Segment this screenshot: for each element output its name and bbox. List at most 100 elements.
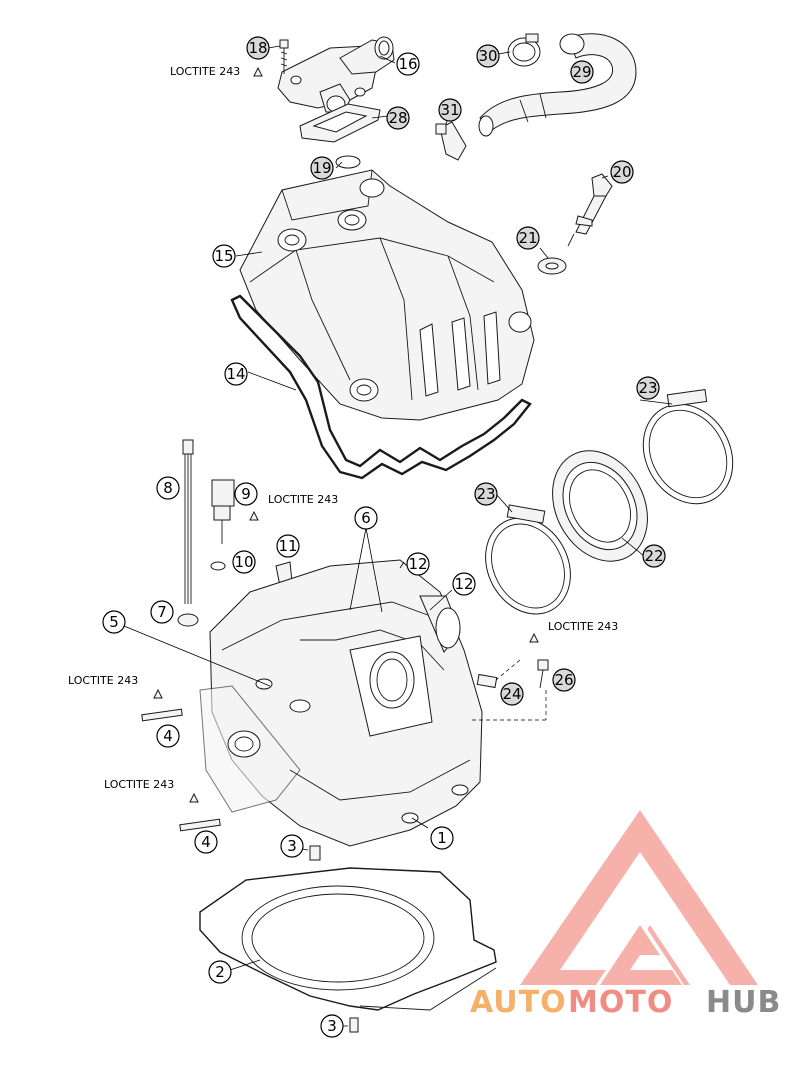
thermostat-housing [277, 36, 395, 113]
svg-text:16: 16 [398, 55, 417, 73]
loctite-label: LOCTITE 243 [68, 674, 138, 687]
loctite-note-1: LOCTITE 243 [170, 65, 263, 78]
svg-text:7: 7 [157, 603, 167, 621]
valve-cover-gasket-14 [230, 294, 532, 480]
bolt-18 [279, 39, 289, 74]
svg-text:3: 3 [327, 1017, 337, 1035]
callout-16: 16 [396, 52, 420, 76]
head-gasket-2 [199, 867, 497, 1011]
callout-6: 6 [354, 506, 378, 530]
plug-31 [435, 121, 467, 161]
callout-4-lower: 4 [194, 830, 218, 854]
callout-7: 7 [150, 600, 174, 624]
svg-text:10: 10 [234, 553, 253, 571]
loctite-note-3: LOCTITE 243 [68, 674, 163, 699]
callout-3-lower: 3 [320, 1014, 344, 1038]
clamp-23-upper [642, 388, 734, 505]
washer-21 [537, 257, 567, 275]
svg-text:12: 12 [408, 555, 427, 573]
callout-12-lower: 12 [452, 572, 476, 596]
svg-text:23: 23 [638, 379, 657, 397]
svg-text:1: 1 [437, 829, 447, 847]
callout-2: 2 [208, 960, 232, 984]
callout-1: 1 [430, 826, 454, 850]
callout-12-upper: 12 [406, 552, 430, 576]
callout-23-lower: 23 [474, 482, 498, 506]
svg-text:5: 5 [109, 613, 119, 631]
svg-text:15: 15 [214, 247, 233, 265]
callout-22: 22 [642, 544, 666, 568]
callout-23-upper: 23 [636, 376, 660, 400]
valve-cover-15 [239, 169, 535, 421]
svg-text:8: 8 [163, 479, 173, 497]
watermark-logo [520, 810, 758, 985]
watermark-text-moto: MOTO [568, 985, 673, 1020]
stud-8 [182, 439, 194, 604]
callout-20: 20 [610, 160, 634, 184]
callout-8: 8 [156, 476, 180, 500]
svg-text:2: 2 [215, 963, 225, 981]
svg-text:30: 30 [478, 47, 497, 65]
stud-4-upper [141, 708, 183, 722]
watermark-text: AUTO MOTO HUB [470, 985, 781, 1020]
o-ring-10 [210, 561, 226, 571]
dowel-3-upper [309, 845, 321, 861]
loctite-label: LOCTITE 243 [104, 778, 174, 791]
loctite-label: LOCTITE 243 [268, 493, 338, 506]
callout-26: 26 [552, 668, 576, 692]
stud-4-lower [179, 818, 221, 832]
callout-15: 15 [212, 244, 236, 268]
svg-text:14: 14 [226, 365, 245, 383]
clamp-23-lower [485, 504, 571, 615]
o-ring-19 [335, 155, 361, 169]
svg-text:23: 23 [476, 485, 495, 503]
svg-text:4: 4 [201, 833, 211, 851]
dowel-3-lower [349, 1017, 359, 1033]
svg-text:9: 9 [241, 485, 251, 503]
callout-31: 31 [438, 98, 462, 122]
callout-19: 19 [310, 156, 334, 180]
svg-text:22: 22 [644, 547, 663, 565]
callout-29: 29 [570, 60, 594, 84]
gasket-28 [299, 103, 381, 143]
callout-4-upper: 4 [156, 724, 180, 748]
svg-text:29: 29 [572, 63, 591, 81]
callout-3-upper: 3 [280, 834, 304, 858]
callout-10: 10 [232, 550, 256, 574]
washer-7 [177, 613, 199, 627]
callout-30: 30 [476, 44, 500, 68]
loctite-label: LOCTITE 243 [170, 65, 240, 78]
svg-text:31: 31 [440, 101, 459, 119]
svg-text:4: 4 [163, 727, 173, 745]
clamp-30 [507, 33, 541, 67]
callout-14: 14 [224, 362, 248, 386]
svg-text:3: 3 [287, 837, 297, 855]
svg-text:20: 20 [612, 163, 631, 181]
loctite-note-5: LOCTITE 243 [529, 620, 618, 643]
loctite-label: LOCTITE 243 [548, 620, 618, 633]
watermark-text-auto: AUTO [470, 985, 567, 1020]
plug-24 [476, 673, 498, 689]
callout-28: 28 [386, 106, 410, 130]
svg-text:11: 11 [278, 537, 297, 555]
bolt-20 [567, 173, 613, 247]
callout-5: 5 [102, 610, 126, 634]
svg-text:6: 6 [361, 509, 371, 527]
loctite-note-4: LOCTITE 243 [104, 778, 199, 803]
callout-21: 21 [516, 226, 540, 250]
bolt-26 [537, 659, 549, 689]
hose-29 [478, 33, 637, 137]
sensor-9 [211, 479, 235, 544]
svg-text:19: 19 [312, 159, 331, 177]
loctite-note-2: LOCTITE 243 [249, 493, 338, 521]
svg-text:28: 28 [388, 109, 407, 127]
callout-18: 18 [246, 36, 270, 60]
cylinder-head-1 [199, 559, 483, 847]
svg-text:12: 12 [454, 575, 473, 593]
callout-9: 9 [234, 482, 258, 506]
callout-11: 11 [276, 534, 300, 558]
callout-24: 24 [500, 682, 524, 706]
watermark-text-hub: HUB [706, 985, 781, 1020]
svg-text:26: 26 [554, 671, 573, 689]
